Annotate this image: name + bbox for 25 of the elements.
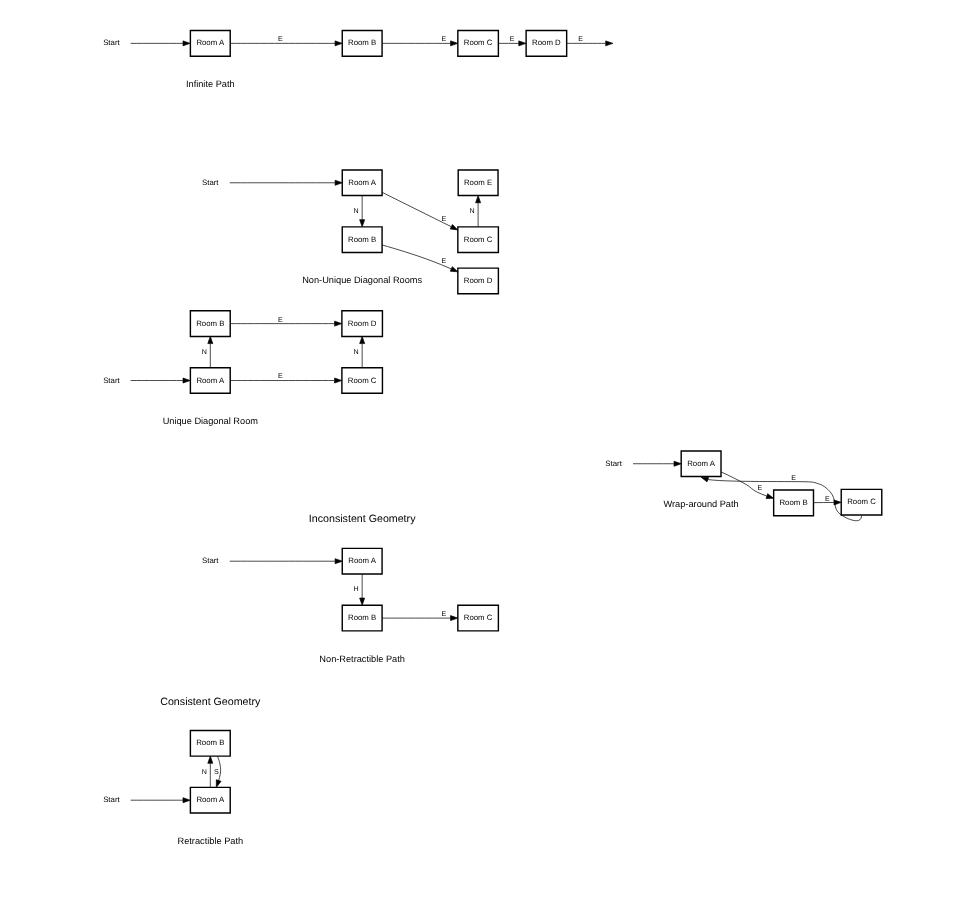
arrow bbox=[206, 336, 213, 368]
arrow bbox=[228, 179, 342, 186]
arrow bbox=[380, 615, 458, 621]
arrow bbox=[214, 756, 221, 788]
arrow bbox=[228, 558, 342, 565]
arrow bbox=[699, 476, 861, 522]
arrow bbox=[206, 755, 213, 788]
arrow bbox=[380, 192, 458, 231]
arrow bbox=[380, 40, 458, 47]
arrow bbox=[497, 40, 526, 47]
arrow bbox=[358, 336, 364, 368]
arrow bbox=[129, 797, 190, 804]
arrow bbox=[812, 499, 841, 506]
arrow bbox=[129, 377, 190, 384]
arrow bbox=[229, 40, 342, 47]
arrow bbox=[631, 460, 681, 467]
arrow bbox=[565, 40, 613, 47]
arrow bbox=[719, 471, 773, 499]
arrow bbox=[380, 244, 458, 273]
arrow bbox=[358, 573, 364, 606]
arrow bbox=[358, 195, 364, 228]
arrow bbox=[229, 320, 342, 327]
arrow bbox=[474, 195, 480, 228]
arrow bbox=[229, 377, 342, 384]
arrow bbox=[129, 40, 190, 47]
